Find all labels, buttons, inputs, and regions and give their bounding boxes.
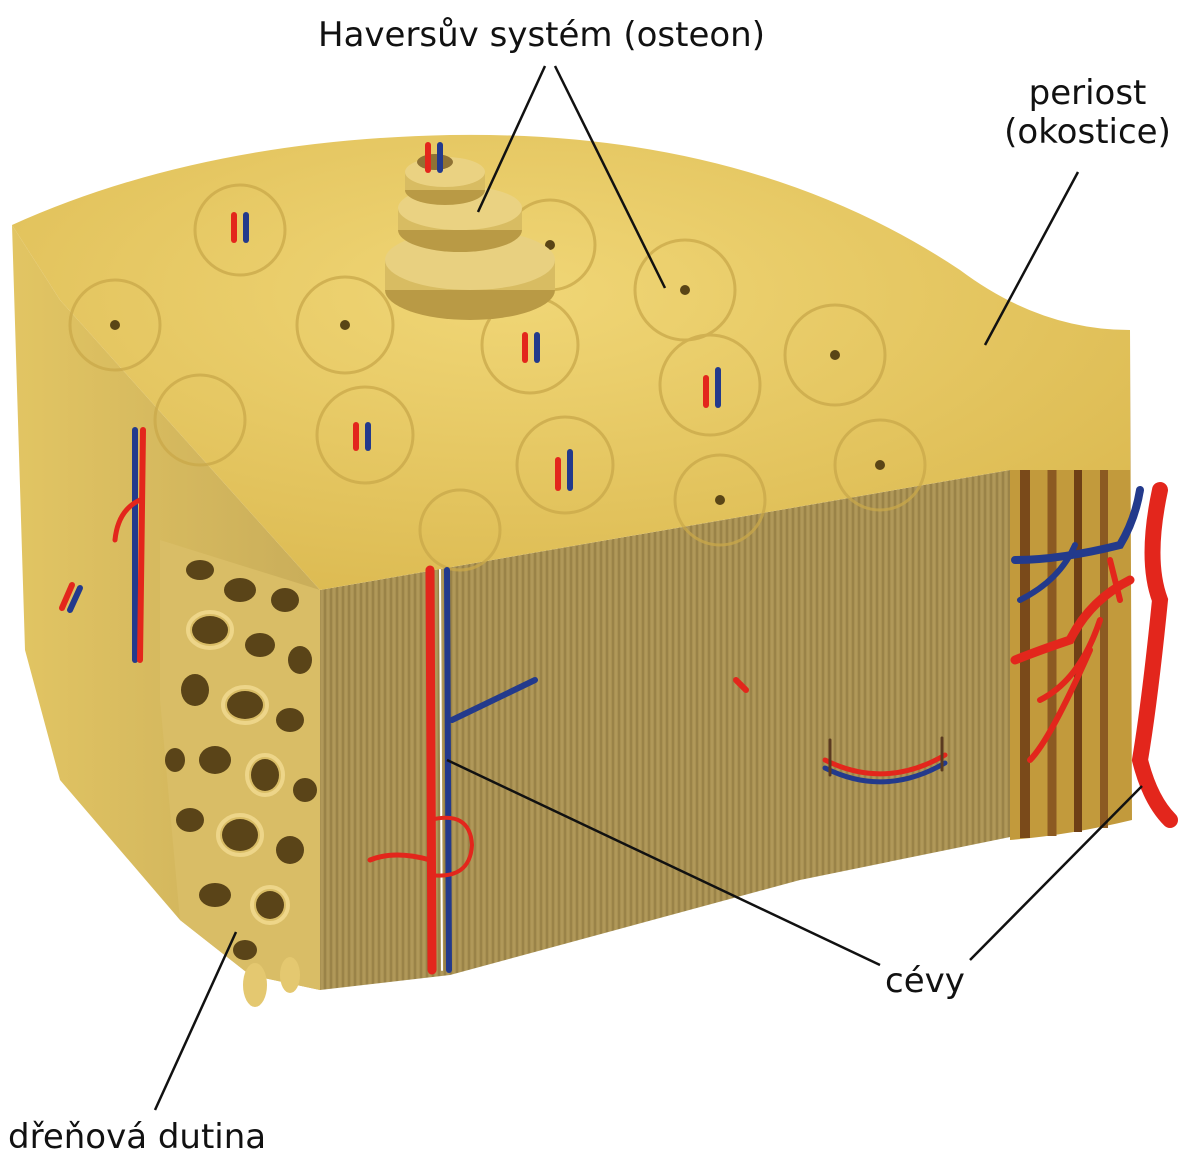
haversian-system-label: Haversův systém (osteon) [318, 16, 765, 55]
marrow-cavity-label: dřeňová dutina [8, 1118, 266, 1157]
vessels-label: cévy [885, 962, 965, 1001]
periosteum-label-line2: (okostice) [1000, 113, 1175, 152]
periosteum-label: periost (okostice) [1000, 74, 1175, 152]
spongy-bone [160, 540, 320, 1007]
periosteum-label-line1: periost [1000, 74, 1175, 113]
